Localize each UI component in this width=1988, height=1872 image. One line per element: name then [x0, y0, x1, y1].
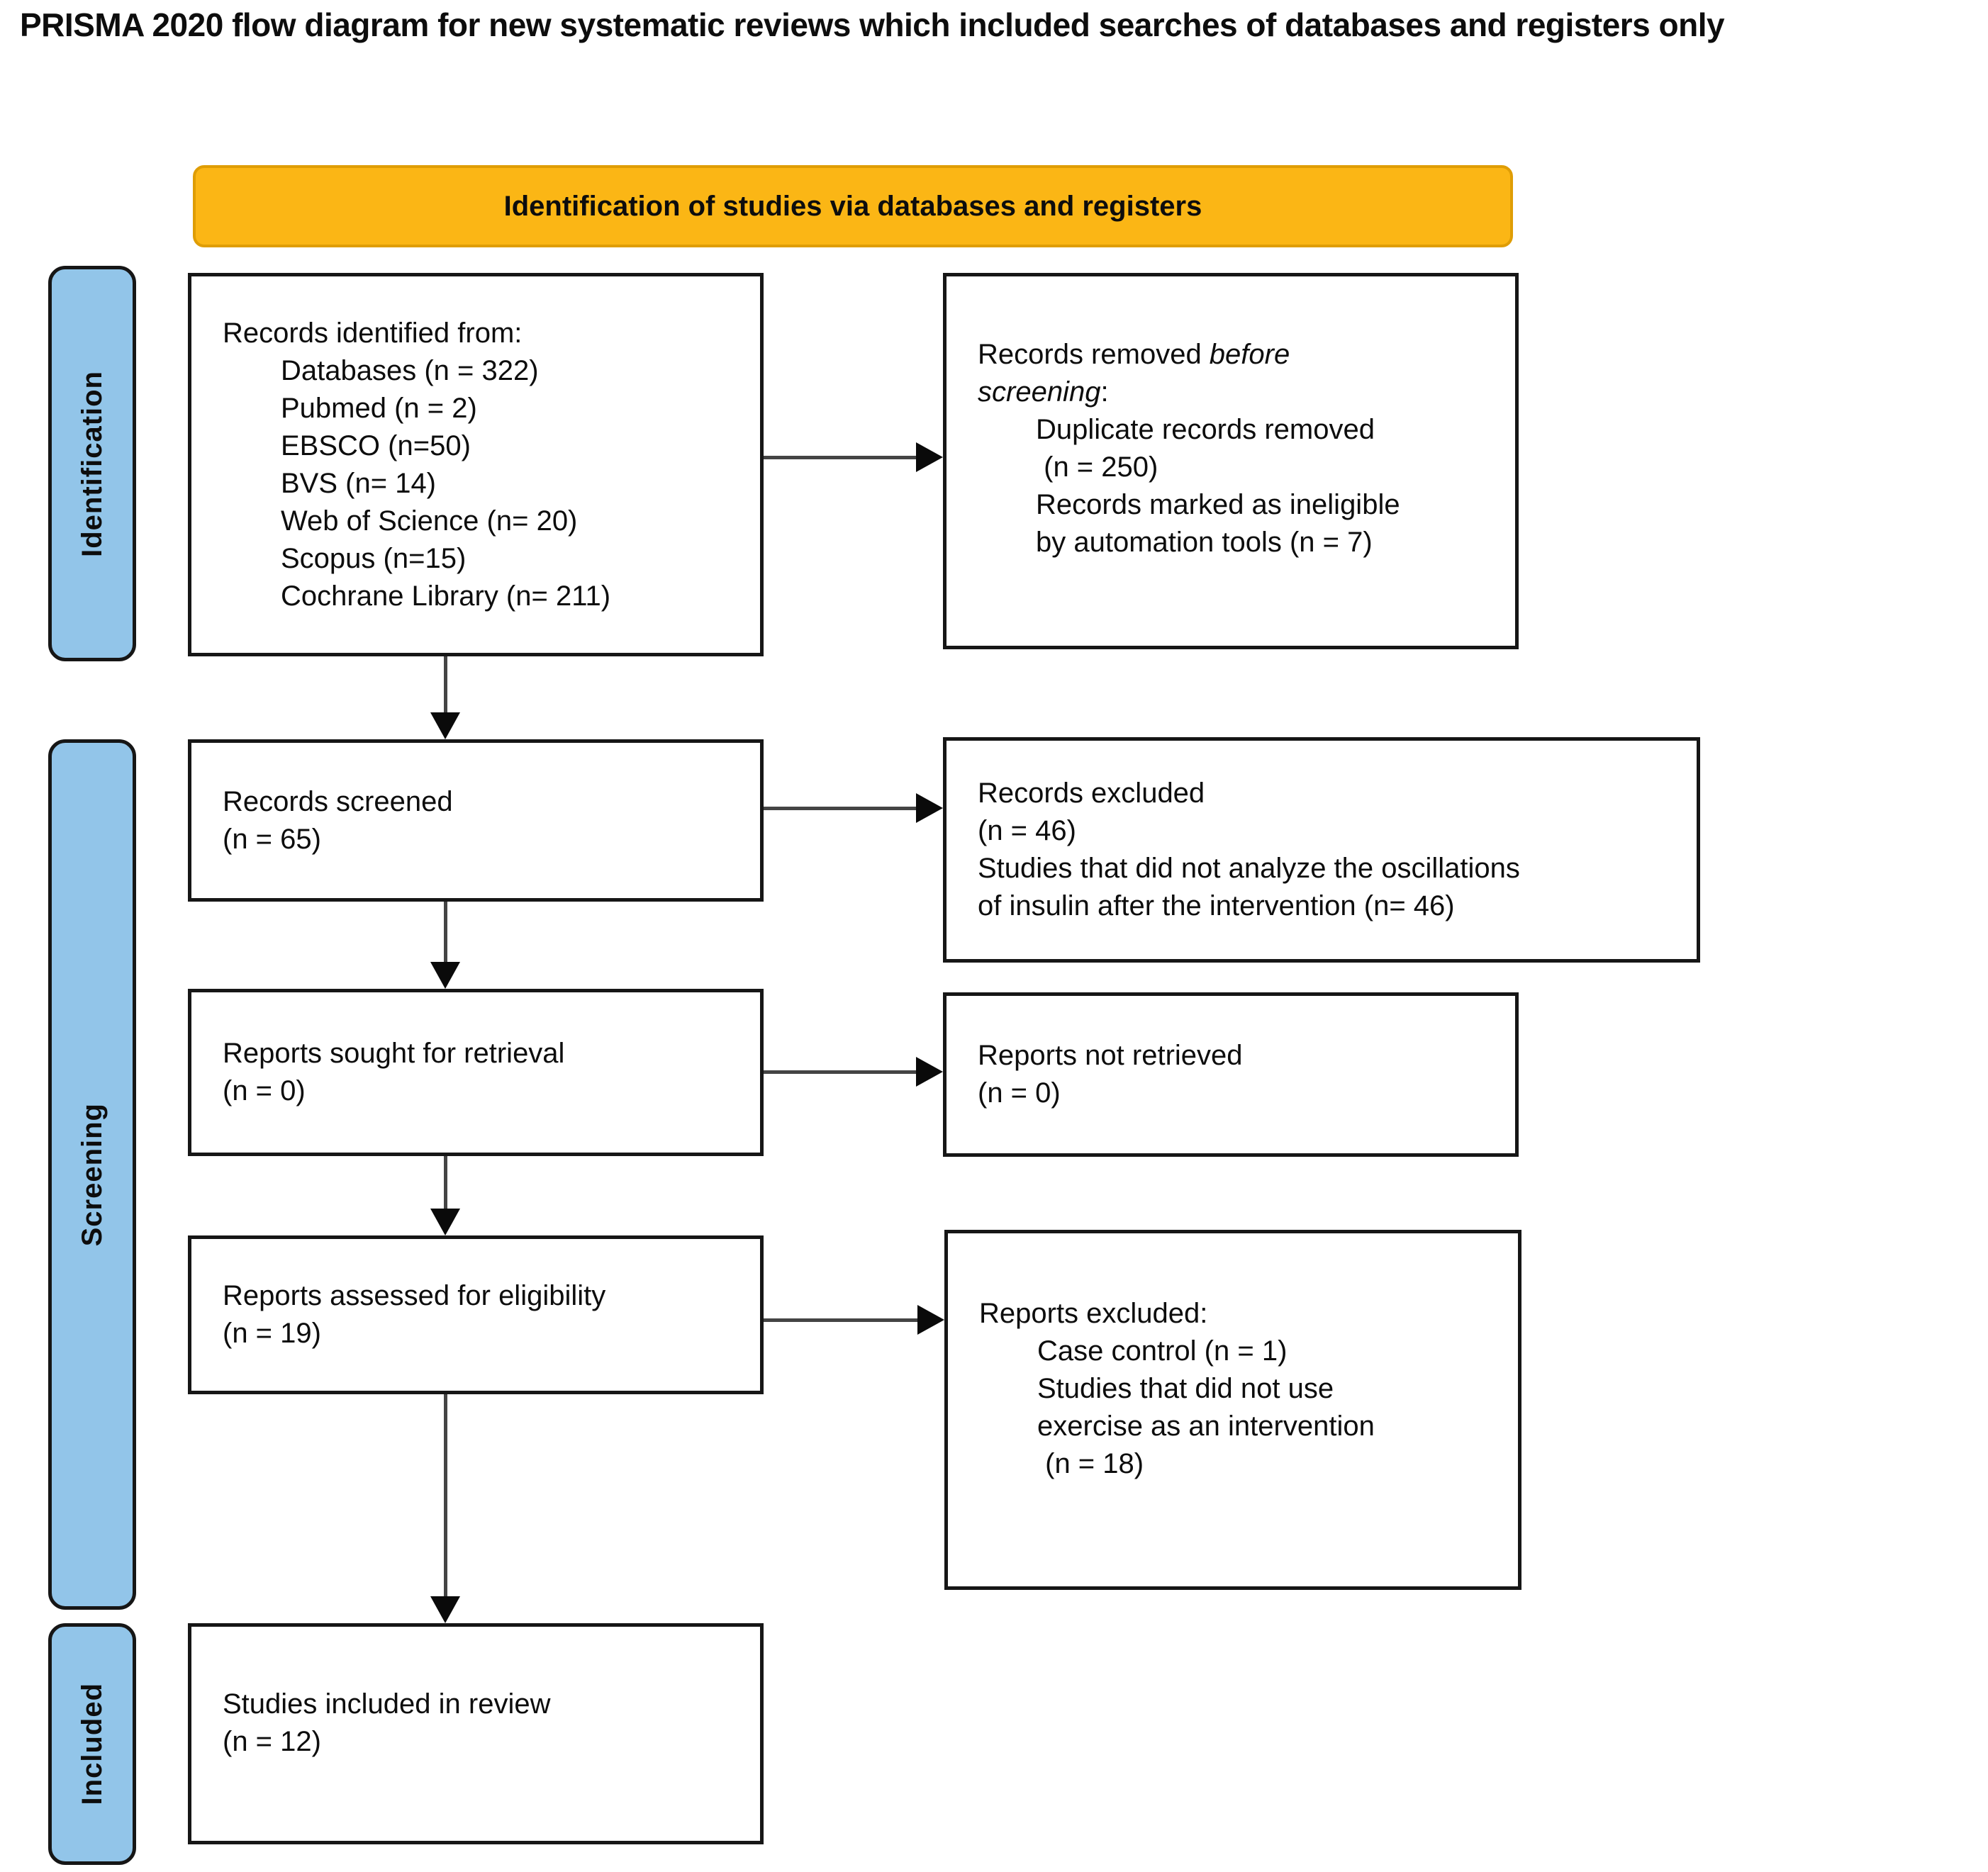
banner-label: Identification of studies via databases …	[503, 190, 1202, 222]
box-reports-assessed: Reports assessed for eligibility (n = 19)	[188, 1235, 764, 1394]
box-line: (n = 12)	[223, 1726, 321, 1757]
arrow-shaft	[443, 1156, 447, 1209]
box-line: (n = 0)	[978, 1077, 1061, 1109]
box-line: Studies that did not use	[1037, 1372, 1334, 1404]
box-line: Web of Science (n= 20)	[281, 505, 578, 537]
box-line: Records marked as ineligible	[1036, 488, 1400, 520]
box-records-removed-text: Records removed before screening: Duplicat…	[946, 336, 1515, 587]
box-line: Studies included in review	[223, 1688, 551, 1720]
arrowhead-right-icon	[917, 1305, 944, 1335]
stage-identification: Identification	[48, 266, 136, 661]
box-line: (n = 18)	[1037, 1447, 1144, 1479]
arrow-assessed-to-included	[430, 1394, 460, 1623]
arrow-screened-to-sought	[430, 902, 460, 989]
arrow-sought-to-assessed	[430, 1156, 460, 1235]
arrowhead-right-icon	[916, 793, 943, 823]
stage-included-label: Included	[76, 1683, 108, 1805]
box-line: by automation tools (n = 7)	[1036, 526, 1373, 558]
box-line: Cochrane Library (n= 211)	[281, 580, 611, 612]
arrow-shaft	[443, 902, 447, 962]
arrowhead-down-icon	[430, 1596, 460, 1623]
box-reports-assessed-text: Reports assessed for eligibility (n = 19)	[191, 1277, 760, 1352]
box-reports-not-retrieved-text: Reports not retrieved (n = 0)	[946, 1037, 1515, 1112]
box-line: Reports assessed for eligibility	[223, 1280, 606, 1311]
banner-identification-via-databases: Identification of studies via databases …	[193, 165, 1513, 247]
arrow-shaft	[764, 1070, 916, 1074]
arrowhead-down-icon	[430, 1209, 460, 1235]
box-line: Duplicate records removed	[1036, 413, 1375, 445]
arrow-identified-to-removed	[764, 442, 943, 472]
box-reports-excluded: Reports excluded: Case control (n = 1) Stu…	[944, 1230, 1521, 1590]
box-reports-excluded-text: Reports excluded: Case control (n = 1) Stu…	[948, 1295, 1518, 1525]
box-studies-included: Studies included in review (n = 12)	[188, 1623, 764, 1844]
box-line: EBSCO (n=50)	[281, 430, 471, 461]
arrowhead-down-icon	[430, 712, 460, 739]
box-line: (n = 65)	[223, 823, 321, 855]
box-line: Records screened	[223, 785, 453, 817]
box-records-excluded: Records excluded (n = 46) Studies that did…	[943, 737, 1700, 963]
arrow-shaft	[764, 806, 916, 810]
stage-screening: Screening	[48, 739, 136, 1610]
box-line: Records removed before	[978, 338, 1290, 370]
box-studies-included-text: Studies included in review (n = 12)	[191, 1686, 760, 1782]
box-line: Reports excluded:	[979, 1297, 1208, 1329]
box-line: BVS (n= 14)	[281, 467, 437, 499]
stage-included: Included	[48, 1623, 136, 1865]
box-line: screening:	[978, 376, 1109, 408]
stage-identification-label: Identification	[76, 370, 108, 557]
box-line: Scopus (n=15)	[281, 542, 467, 574]
stage-screening-label: Screening	[76, 1102, 108, 1247]
box-records-screened-text: Records screened (n = 65)	[191, 783, 760, 858]
box-reports-sought: Reports sought for retrieval (n = 0)	[188, 989, 764, 1156]
arrow-shaft	[443, 656, 447, 712]
arrow-identified-to-screened	[430, 656, 460, 739]
box-records-excluded-text: Records excluded (n = 46) Studies that did…	[946, 775, 1697, 925]
box-line: (n = 0)	[223, 1075, 306, 1106]
box-records-identified-text: Records identified from: Databases (n = 3…	[191, 315, 760, 615]
box-line: exercise as an intervention	[1037, 1410, 1375, 1442]
box-line: Case control (n = 1)	[1037, 1335, 1288, 1367]
box-records-screened: Records screened (n = 65)	[188, 739, 764, 902]
box-reports-sought-text: Reports sought for retrieval (n = 0)	[191, 1035, 760, 1110]
box-line: (n = 46)	[978, 815, 1076, 846]
box-line: Records identified from:	[223, 317, 523, 349]
arrowhead-right-icon	[916, 442, 943, 472]
box-line: Databases (n = 322)	[281, 354, 539, 386]
arrow-screened-to-excluded	[764, 793, 943, 823]
box-line: (n = 250)	[1036, 451, 1158, 483]
box-line: Reports sought for retrieval	[223, 1038, 565, 1069]
page-title: PRISMA 2020 flow diagram for new systema…	[20, 6, 1725, 43]
arrowhead-down-icon	[430, 962, 460, 989]
box-line: (n = 19)	[223, 1318, 321, 1349]
box-line: Pubmed (n = 2)	[281, 392, 477, 424]
box-line: Reports not retrieved	[978, 1040, 1243, 1071]
arrow-assessed-to-reports-excluded	[764, 1305, 944, 1335]
box-line: Records excluded	[978, 778, 1205, 809]
box-reports-not-retrieved: Reports not retrieved (n = 0)	[943, 992, 1519, 1157]
box-line: Studies that did not analyze the oscilla…	[978, 853, 1520, 884]
arrow-shaft	[443, 1394, 447, 1596]
arrow-shaft	[764, 1318, 917, 1322]
arrowhead-right-icon	[916, 1057, 943, 1087]
box-records-removed-before-screening: Records removed before screening: Duplicat…	[943, 273, 1519, 649]
arrow-sought-to-not-retrieved	[764, 1057, 943, 1087]
box-line: of insulin after the intervention (n= 46…	[978, 890, 1455, 921]
box-records-identified: Records identified from: Databases (n = 3…	[188, 273, 764, 656]
arrow-shaft	[764, 455, 916, 459]
